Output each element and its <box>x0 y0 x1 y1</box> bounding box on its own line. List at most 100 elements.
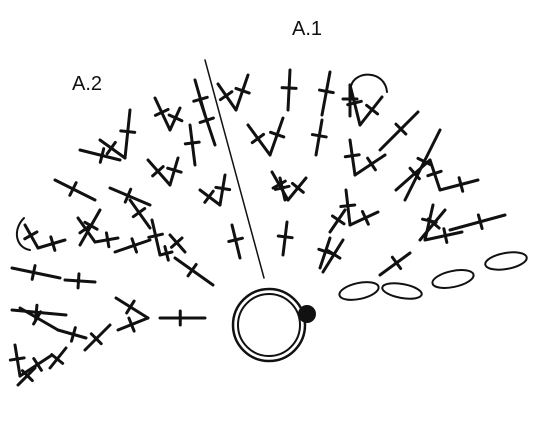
double-crochet-stem <box>358 95 384 127</box>
double-crochet-stem <box>423 230 464 242</box>
double-crochet-stem <box>78 208 102 247</box>
double-crochet-stem <box>403 128 442 202</box>
double-crochet-bar <box>318 88 335 95</box>
double-crochet-stem <box>188 123 197 167</box>
section-label-a2: A.2 <box>72 73 103 95</box>
double-crochet-stem <box>146 158 172 187</box>
chain-loop <box>431 269 475 289</box>
double-crochet-bar <box>227 236 244 243</box>
double-crochet-bar <box>69 326 77 343</box>
chain-loop <box>338 281 380 301</box>
double-crochet-bar <box>442 227 449 244</box>
double-crochet-bar <box>421 217 438 224</box>
double-crochet-stem <box>320 70 332 117</box>
double-crochet-bar <box>153 107 170 117</box>
double-crochet-stem <box>378 110 420 152</box>
double-crochet-bar <box>89 332 103 346</box>
double-crochet-bar <box>131 207 147 219</box>
double-crochet-stem <box>448 213 507 232</box>
double-crochet-stem <box>438 178 480 192</box>
double-crochet-bar <box>360 210 370 226</box>
double-crochet-stem <box>353 153 387 177</box>
double-crochet-bar <box>273 184 291 191</box>
double-crochet-bar <box>147 232 164 239</box>
double-crochet-stem <box>230 223 242 260</box>
double-crochet-bar <box>394 122 408 136</box>
double-crochet-stem <box>10 308 68 317</box>
double-crochet-stem <box>348 138 357 177</box>
double-crochet-bar <box>183 140 201 146</box>
double-crochet-bar <box>105 140 117 156</box>
double-crochet-bar <box>218 90 234 102</box>
chain-loop <box>381 282 423 300</box>
double-crochet-bar <box>125 299 136 315</box>
section-divider-line <box>204 59 265 279</box>
double-crochet-bar <box>476 213 484 231</box>
double-crochet-stem <box>418 208 447 242</box>
double-crochet-stem <box>218 173 227 207</box>
double-crochet-stem <box>113 238 152 254</box>
double-crochet-stem <box>394 158 432 192</box>
double-crochet-stem <box>114 296 150 320</box>
double-crochet-bar <box>30 264 37 281</box>
double-crochet-bar <box>98 147 106 164</box>
double-crochet-stem <box>281 220 289 257</box>
double-crochet-bar <box>151 165 165 178</box>
double-crochet-bar <box>163 245 170 262</box>
double-crochet-stem <box>78 148 122 162</box>
double-crochet-bar <box>119 129 137 134</box>
double-crochet-bar <box>343 153 361 159</box>
double-crochet-stem <box>63 278 97 284</box>
double-crochet-stem <box>246 123 272 157</box>
double-crochet-bar <box>167 113 184 123</box>
double-crochet-bar <box>346 99 363 107</box>
double-crochet-bar <box>317 247 334 256</box>
double-crochet-bar <box>8 356 26 362</box>
double-crochet-stem <box>286 68 292 112</box>
double-crochet-bar <box>234 86 251 95</box>
chain-loop <box>350 73 388 93</box>
double-crochet-bar <box>250 132 266 145</box>
double-crochet-bar <box>269 130 286 139</box>
double-crochet-bar <box>166 166 183 174</box>
double-crochet-stem <box>98 138 127 160</box>
double-crochet-stem <box>314 118 324 157</box>
double-crochet-bar <box>123 187 133 204</box>
double-crochet-stem <box>423 203 435 242</box>
magic-ring-inner <box>237 293 301 357</box>
double-crochet-stem <box>428 158 442 192</box>
double-crochet-stem <box>153 96 172 132</box>
slip-stitch-dot <box>298 305 316 323</box>
double-crochet-stem <box>318 236 332 270</box>
double-crochet-bar <box>186 262 198 278</box>
double-crochet-bar <box>366 156 377 172</box>
double-crochet-bar <box>32 357 43 372</box>
double-crochet-stem <box>83 323 112 352</box>
double-crochet-bar <box>457 176 465 193</box>
double-crochet-stem <box>128 198 152 230</box>
double-crochet-stem <box>173 256 215 287</box>
double-crochet-stem <box>348 210 380 227</box>
double-crochet-bar <box>83 220 99 231</box>
double-crochet-stem <box>116 316 150 332</box>
double-crochet-stem <box>348 83 362 127</box>
double-crochet-bar <box>271 179 287 190</box>
double-crochet-bar <box>203 189 215 204</box>
double-crochet-stem <box>108 186 152 207</box>
double-crochet-bar <box>426 169 443 178</box>
chain-loop <box>484 251 528 271</box>
double-crochet-bar <box>104 231 111 249</box>
double-crochet-stem <box>234 73 250 112</box>
double-crochet-stem <box>344 188 352 227</box>
double-crochet-bar <box>330 214 346 226</box>
double-crochet-bar <box>170 236 184 249</box>
double-crochet-bar <box>280 86 298 90</box>
double-crochet-bar <box>416 156 433 167</box>
double-crochet-bar <box>130 237 139 254</box>
double-crochet-bar <box>50 353 65 365</box>
double-crochet-bar <box>20 369 34 383</box>
double-crochet-bar <box>310 133 328 139</box>
double-crochet-bar <box>23 230 39 241</box>
